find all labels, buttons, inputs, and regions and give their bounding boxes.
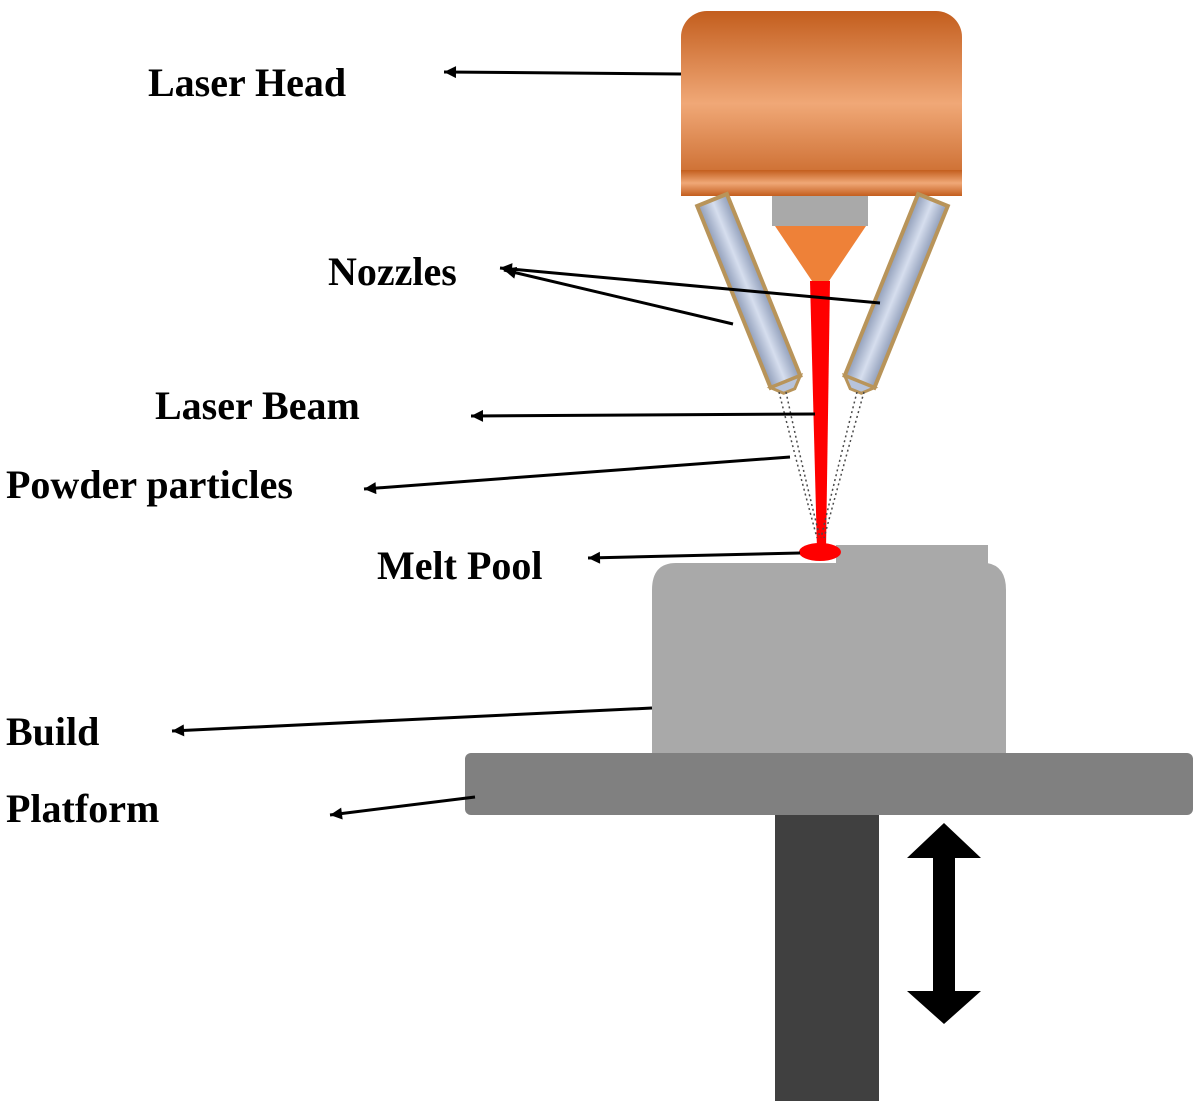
nozzles-arrow-left [503,266,734,326]
lens-housing [772,196,868,226]
laser-beam-arrow [470,409,816,422]
double-headed-vertical-arrow-icon [907,823,981,1024]
label-laser-beam: Laser Beam [155,383,360,428]
label-build: Build [6,709,99,754]
right-nozzle [841,191,951,395]
label-laser-head: Laser Head [148,60,346,105]
leader-arrows [171,66,881,820]
label-melt-pool: Melt Pool [377,543,543,588]
melt-pool-arrow [587,551,801,564]
platform [465,753,1193,815]
powder-particles [778,391,865,539]
nozzles-arrow-right [499,263,881,305]
build-part [652,545,1006,755]
lens-cone [775,226,866,281]
label-nozzles: Nozzles [328,249,457,294]
build-step [836,545,988,567]
platform-pillar [775,812,879,1101]
laser-beam [810,281,830,550]
laser-head [681,11,962,196]
melt-pool [799,543,841,561]
label-powder-particles: Powder particles [6,462,293,507]
platform-arrow [329,795,476,820]
label-platform: Platform [6,786,159,831]
build-arrow [171,706,653,737]
laser-head-arrow [443,66,682,79]
powder-particles-arrow [363,455,791,495]
